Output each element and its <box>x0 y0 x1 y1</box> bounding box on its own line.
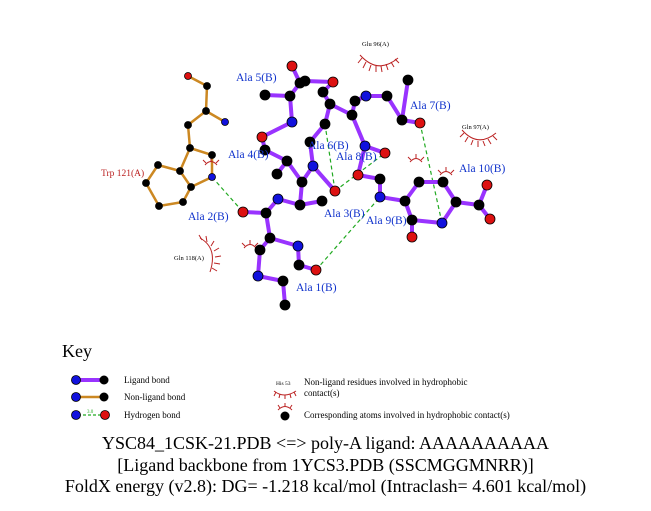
caption-energy: FoldX energy (v2.8): DG= -1.218 kcal/mol… <box>64 476 587 496</box>
label-gln118: Gln 118(A) <box>174 255 204 262</box>
non-ligand-bonds <box>144 74 227 208</box>
key: 3.0 Ligand bond Non-ligand bond Hydrogen… <box>71 375 510 421</box>
caption-backbone: [Ligand backbone from 1YCS3.PDB (SSCMGGM… <box>117 455 534 475</box>
gln118-hydrophobic-arc <box>198 234 222 273</box>
label-gln97: Gln 97(A) <box>462 124 489 131</box>
label-ala9: Ala 9(B) <box>366 215 407 227</box>
label-trp121: Trp 121(A) <box>101 168 144 179</box>
label-ala8: Ala 8(B) <box>336 151 377 163</box>
key-ligand-bond-label: Ligand bond <box>124 375 170 385</box>
label-glu96: Glu 96(A) <box>362 41 389 48</box>
label-ala10: Ala 10(B) <box>459 163 505 175</box>
key-hydrophobic-atom-symbol <box>277 403 293 421</box>
label-ala1: Ala 1(B) <box>296 282 337 294</box>
ligand-bonds <box>241 64 492 307</box>
residue-labels: Trp 121(A) Glu 96(A) Gln 97(A) Gln 118(A… <box>101 41 489 262</box>
glu96-hydrophobic-arc <box>357 54 400 73</box>
key-non-ligand-bond-label: Non-ligand bond <box>124 392 186 402</box>
caption-title: YSC84_1CSK-21.PDB <=> poly-A ligand: AAA… <box>102 433 549 453</box>
key-his-label: His 53 <box>276 381 291 387</box>
key-hydrophobic-residues-label-1: Non-ligand residues involved in hydropho… <box>304 377 467 387</box>
label-ala6: Ala 6(B) <box>308 140 349 152</box>
gln97-hydrophobic-arc <box>459 129 498 147</box>
hbond-ala7-ala10 <box>419 122 443 224</box>
key-hydrophobic-residues-label-2: contact(s) <box>304 388 339 398</box>
label-ala2: Ala 2(B) <box>188 211 229 223</box>
label-ala4: Ala 4(B) <box>228 149 269 161</box>
key-hydrogen-bond: 3.0 <box>71 410 110 420</box>
key-hbond-distance: 3.0 <box>87 410 94 415</box>
label-ala7: Ala 7(B) <box>410 100 451 112</box>
key-hydrogen-bond-label: Hydrogen bond <box>124 410 181 420</box>
hbond-ala1-ala9 <box>315 196 381 271</box>
atoms <box>142 60 496 311</box>
key-hydrophobic-atoms-label: Corresponding atoms involved in hydropho… <box>304 410 510 420</box>
key-non-ligand-bond <box>71 392 109 402</box>
hbond-ala6-ala8 <box>324 123 336 192</box>
hbond-trp-ala2 <box>211 176 244 213</box>
key-ligand-bond <box>71 375 109 385</box>
key-title: Key <box>62 341 92 361</box>
ligand-labels: Ala 1(B) Ala 2(B) Ala 3(B) Ala 4(B) Ala … <box>188 72 505 294</box>
label-ala5: Ala 5(B) <box>236 72 277 84</box>
label-ala3: Ala 3(B) <box>324 208 365 220</box>
hydrophobic-contacts <box>198 54 498 273</box>
key-hydrophobic-residue-symbol: His 53 <box>273 381 297 399</box>
